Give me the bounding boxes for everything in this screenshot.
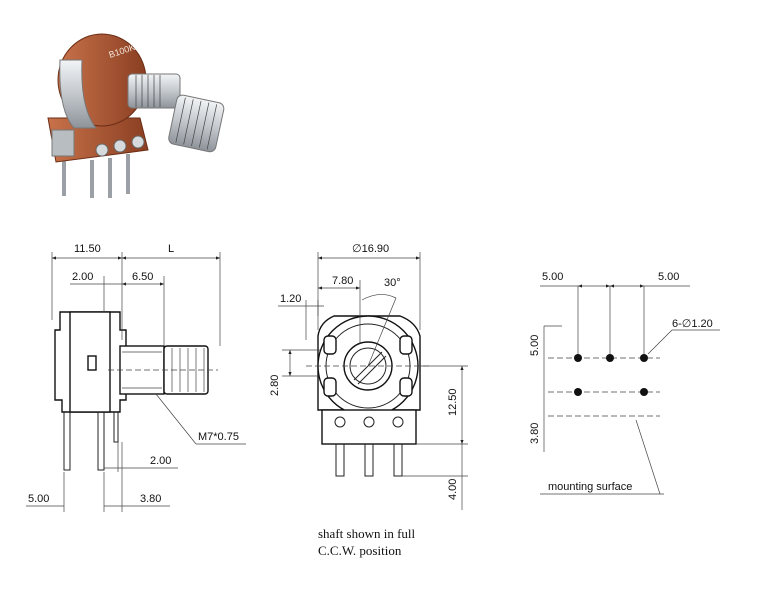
pcb-hole <box>574 388 582 396</box>
pcb-layout: 5.00 5.00 5.00 3.80 6-∅1.20 mounting sur… <box>529 271 720 495</box>
dim-slot: 1.20 <box>280 293 301 305</box>
dim-pitch-right: 5.00 <box>658 271 679 283</box>
dim-terminal-offset: 2.00 <box>150 455 171 467</box>
render-pins <box>62 150 130 198</box>
pcb-hole <box>640 388 648 396</box>
dim-bushing-length: 6.50 <box>132 271 153 283</box>
dim-shaft-length: L <box>168 243 174 255</box>
pcb-hole <box>640 354 648 362</box>
dim-pin-offset: 3.80 <box>140 493 161 505</box>
terminal-lug <box>113 139 127 153</box>
dim-to-surface: 3.80 <box>529 423 541 444</box>
thread-callout: M7*0.75 <box>198 431 239 443</box>
dim-flat-width: 7.80 <box>332 275 353 287</box>
dim-diameter: ∅16.90 <box>352 243 389 255</box>
dim-row-spacing: 5.00 <box>529 335 541 356</box>
dim-shaft-center: 2.80 <box>269 375 281 396</box>
dim-height: 12.50 <box>447 388 459 416</box>
caption: shaft shown in full C.C.W. position <box>318 526 416 558</box>
mounting-label: mounting surface <box>548 481 632 493</box>
terminal-lug <box>95 143 109 157</box>
side-view: 11.50 L 2.00 6.50 M7*0.75 2.00 5.00 3.80 <box>26 243 246 512</box>
dim-angle: 30° <box>384 277 401 289</box>
dim-pitch-left: 5.00 <box>542 271 563 283</box>
side-slot <box>87 355 97 371</box>
pcb-hole <box>574 354 582 362</box>
hole-callout: 6-∅1.20 <box>672 318 713 330</box>
caption-line1: shaft shown in full <box>318 526 416 541</box>
dim-body-length: 11.50 <box>74 243 101 255</box>
metal-cover <box>59 59 98 129</box>
dim-bushing-offset: 2.00 <box>72 271 93 283</box>
bracket-tab <box>51 129 75 157</box>
potentiometer-render: B100K <box>47 33 225 198</box>
caption-line2: C.C.W. position <box>318 543 402 558</box>
dim-pin-length: 4.00 <box>447 479 459 500</box>
dim-pin-spacing: 5.00 <box>28 493 49 505</box>
pcb-hole <box>606 354 614 362</box>
front-view: ∅16.90 7.80 30° 1.20 2.80 12.50 4.00 <box>269 243 468 510</box>
terminal-lug <box>131 135 145 149</box>
anti-rotation-tab <box>323 335 337 355</box>
